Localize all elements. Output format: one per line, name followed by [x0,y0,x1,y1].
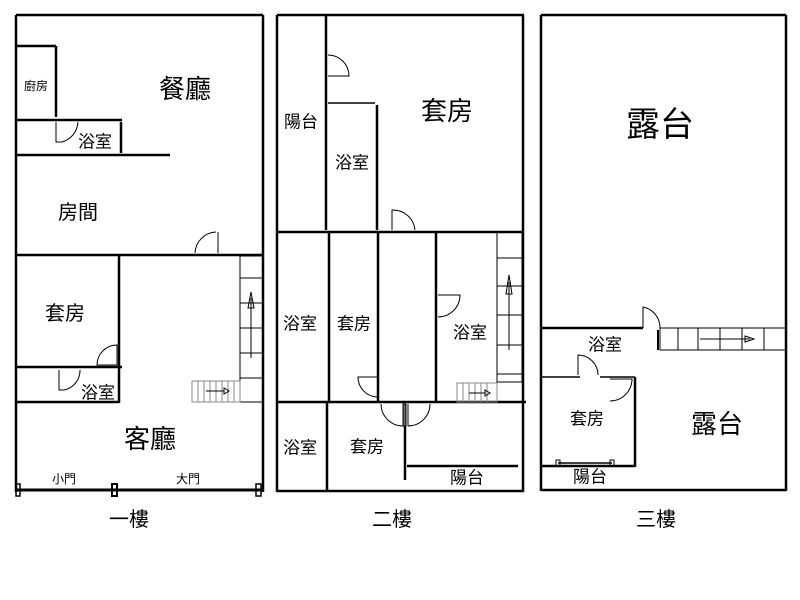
floor-2-details [327,54,523,427]
room-label-dining: 餐廳 [158,75,212,105]
room-label-bathroom: 浴室 [453,323,487,344]
floor-title-3: 三樓 [636,507,676,531]
room-label-balcony: 陽台 [284,112,318,133]
room-label-bathroom: 浴室 [78,132,112,153]
floor-2-walls [275,13,526,493]
room-label-balcony: 陽台 [573,467,607,488]
floor-title-2: 二樓 [372,507,412,531]
floor-1-walls [14,13,265,492]
floor-1-details [15,121,264,497]
room-label-suite: 套房 [337,314,371,335]
floor-title-1: 一樓 [109,507,149,531]
room-label-terrace: 露台 [690,410,744,440]
room-label-kitchen: 廚房 [23,79,49,93]
floor-3-walls [539,13,788,492]
room-label-room: 房間 [58,200,98,224]
room-label-terrace: 露台 [626,105,694,145]
room-label-suite: 套房 [350,437,384,458]
room-label-suite: 套房 [570,409,604,430]
room-label-suite: 套房 [420,97,474,127]
room-label-bathroom: 浴室 [588,335,622,356]
floor-3-details [555,306,787,467]
room-label-bathroom: 浴室 [81,383,115,404]
room-label-balcony: 陽台 [450,468,484,489]
room-label-bathroom: 浴室 [335,153,369,174]
door-label-small: 小門 [51,472,77,486]
room-label-bathroom: 浴室 [283,438,317,459]
room-label-suite: 套房 [45,301,85,325]
room-label-living: 客廳 [123,425,177,455]
door-label-main: 大門 [175,472,201,486]
room-label-bathroom: 浴室 [283,314,317,335]
